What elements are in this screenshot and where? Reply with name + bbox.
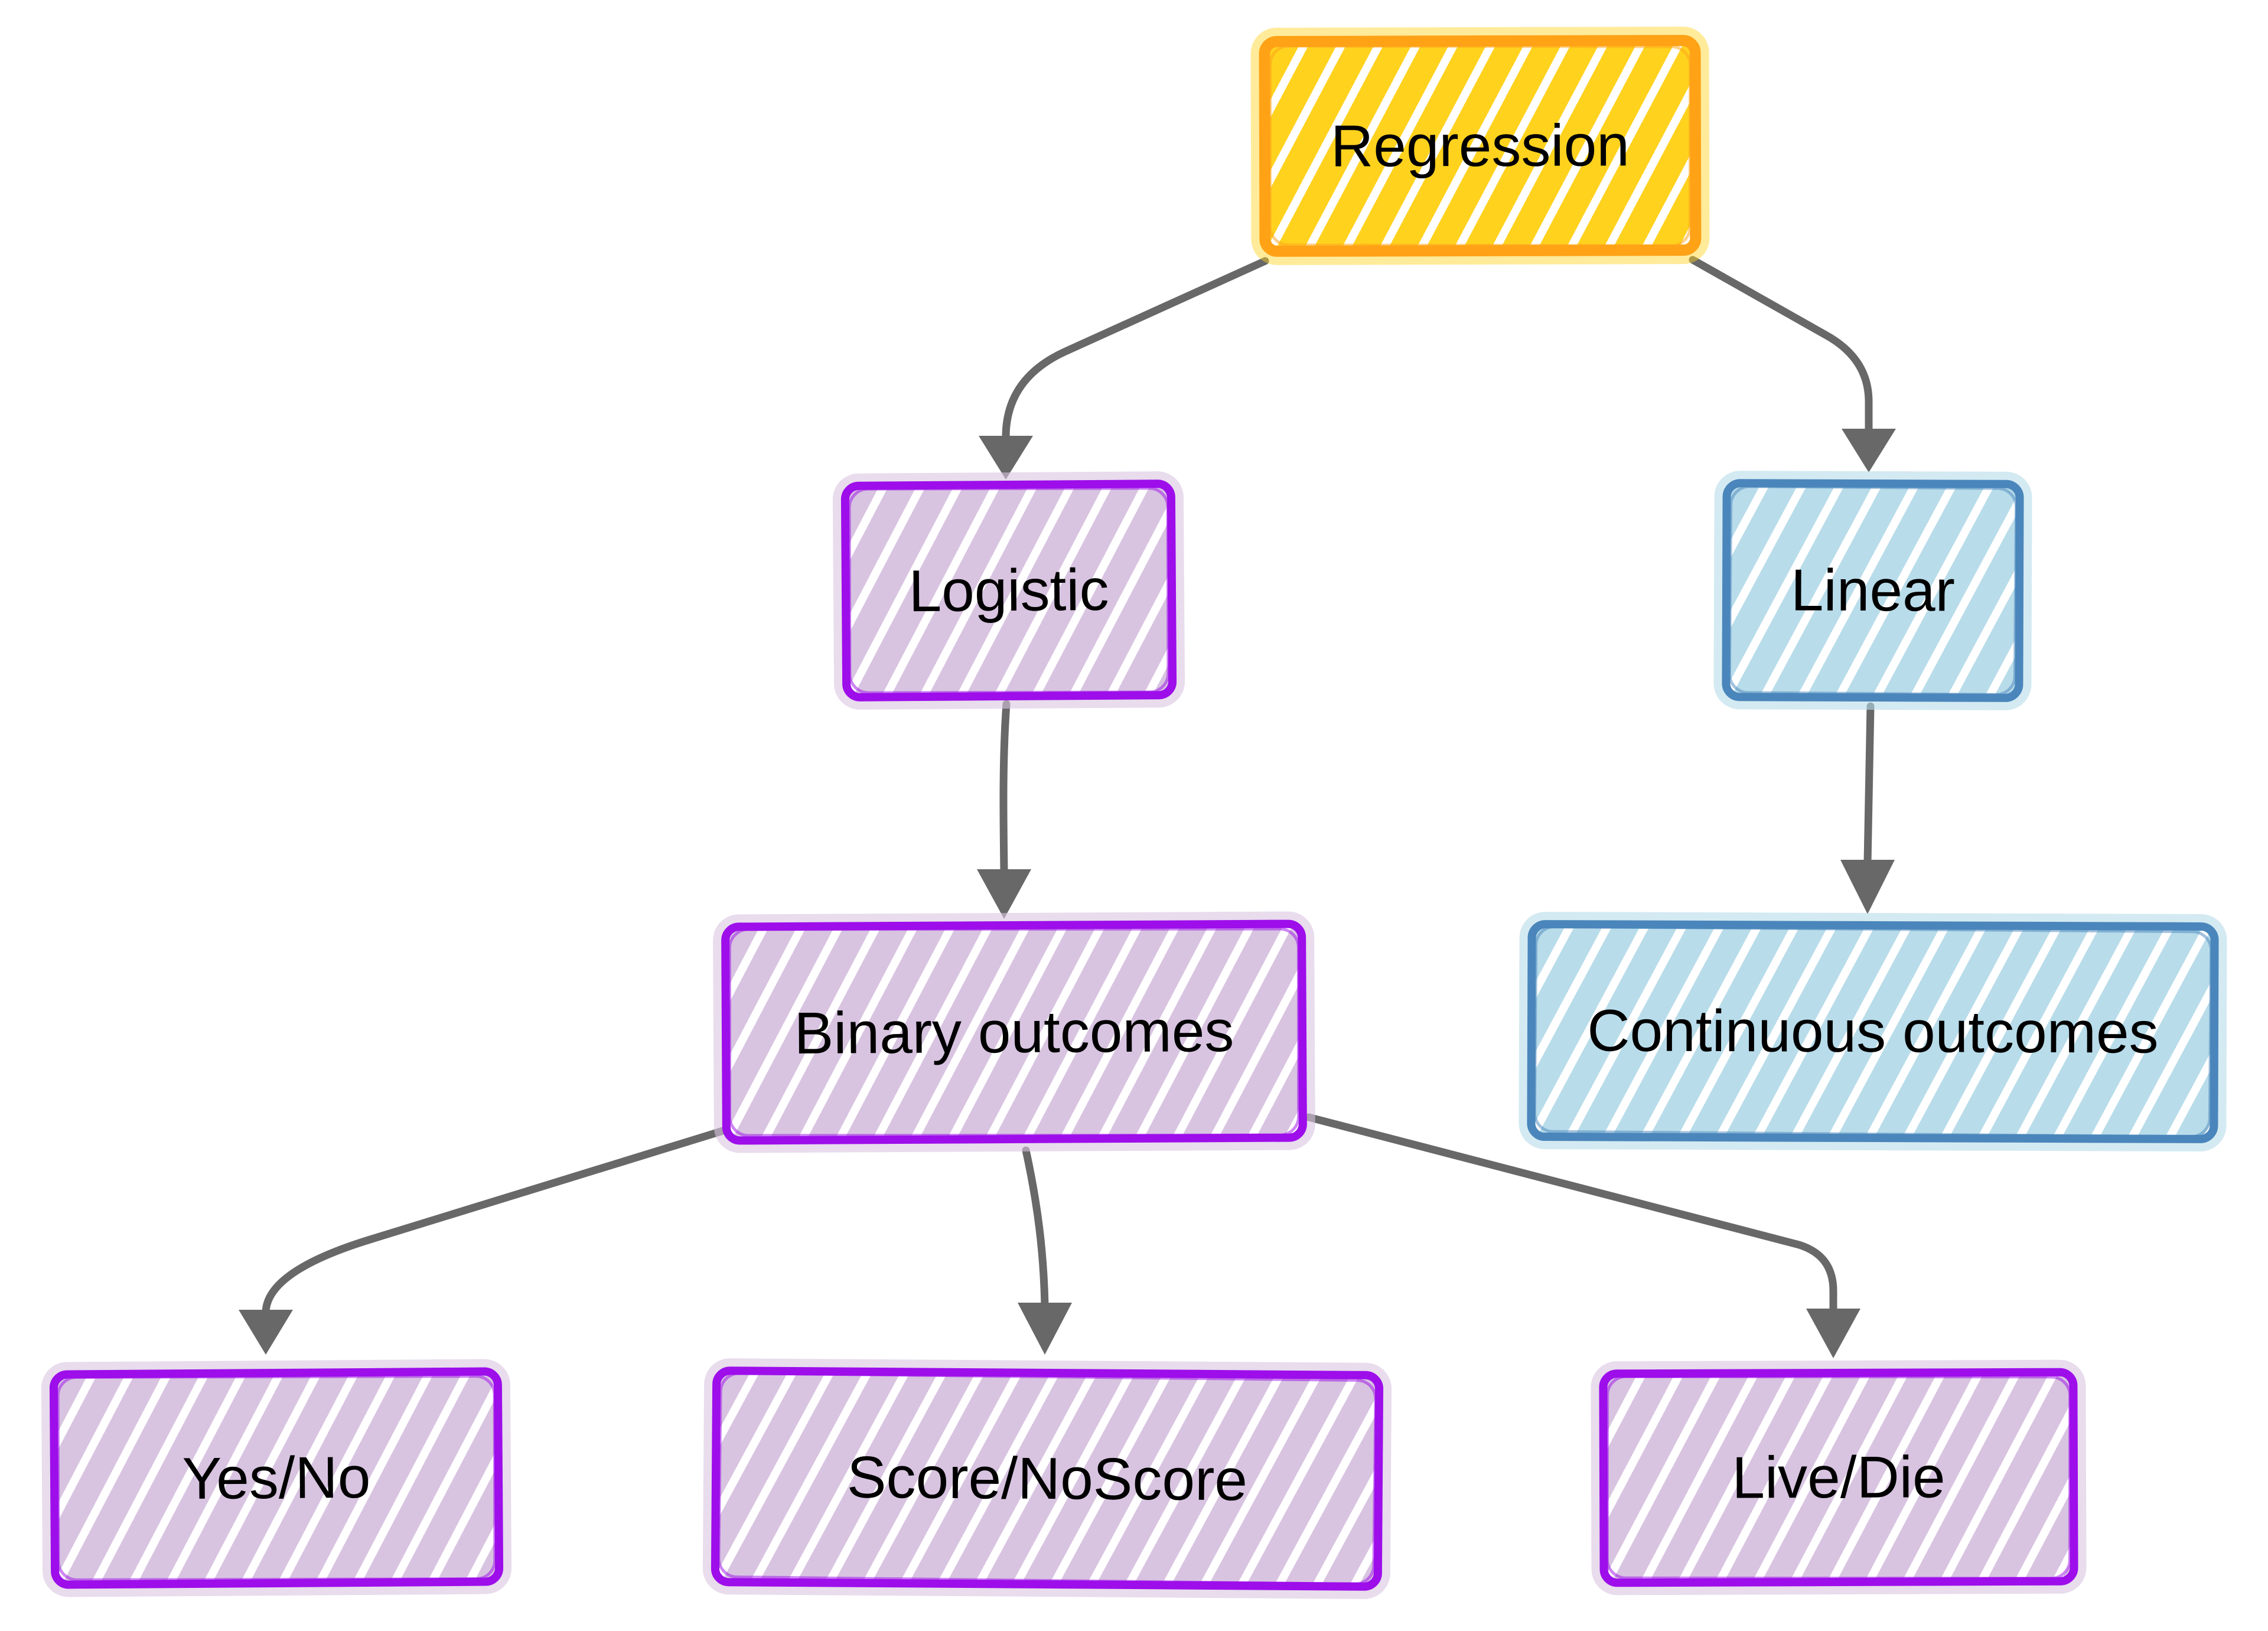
node-binary-outcomes-label: Binary outcomes — [794, 997, 1234, 1066]
edge-regression-linear — [1689, 256, 1896, 472]
edge-binary-yesno — [239, 1124, 737, 1355]
node-yes-no-label: Yes/No — [182, 1444, 371, 1512]
edge-logistic-binary — [977, 700, 1031, 919]
arrowhead-down-icon — [1806, 1309, 1860, 1358]
node-logistic: Logistic — [840, 479, 1177, 702]
arrowhead-down-icon — [1842, 429, 1896, 472]
node-regression-label: Regression — [1330, 112, 1630, 180]
node-score-noscore-label: Score/NoScore — [846, 1444, 1248, 1513]
arrowhead-down-icon — [977, 869, 1031, 919]
node-logistic-label: Logistic — [908, 556, 1109, 624]
node-linear-label: Linear — [1790, 557, 1956, 624]
arrowhead-down-icon — [979, 436, 1033, 479]
edge-regression-logistic — [979, 257, 1269, 479]
node-regression: Regression — [1259, 35, 1702, 257]
node-continuous-outcomes-label: Continuous outcomes — [1587, 997, 2159, 1066]
node-linear: Linear — [1722, 479, 2024, 702]
node-yes-no: Yes/No — [49, 1367, 504, 1589]
node-score-noscore: Score/NoScore — [711, 1366, 1384, 1591]
node-continuous-outcomes: Continuous outcomes — [1527, 919, 2219, 1144]
arrowhead-down-icon — [1840, 860, 1895, 914]
node-live-die-label: Live/Die — [1732, 1443, 1946, 1511]
arrowhead-down-icon — [1018, 1303, 1072, 1355]
edge-binary-score — [1018, 1146, 1072, 1355]
edge-linear-continuous — [1840, 702, 1895, 914]
edge-binary-livedie — [1305, 1113, 1860, 1358]
arrowhead-down-icon — [239, 1310, 293, 1355]
node-live-die: Live/Die — [1599, 1368, 2078, 1587]
node-binary-outcomes: Binary outcomes — [721, 919, 1307, 1145]
